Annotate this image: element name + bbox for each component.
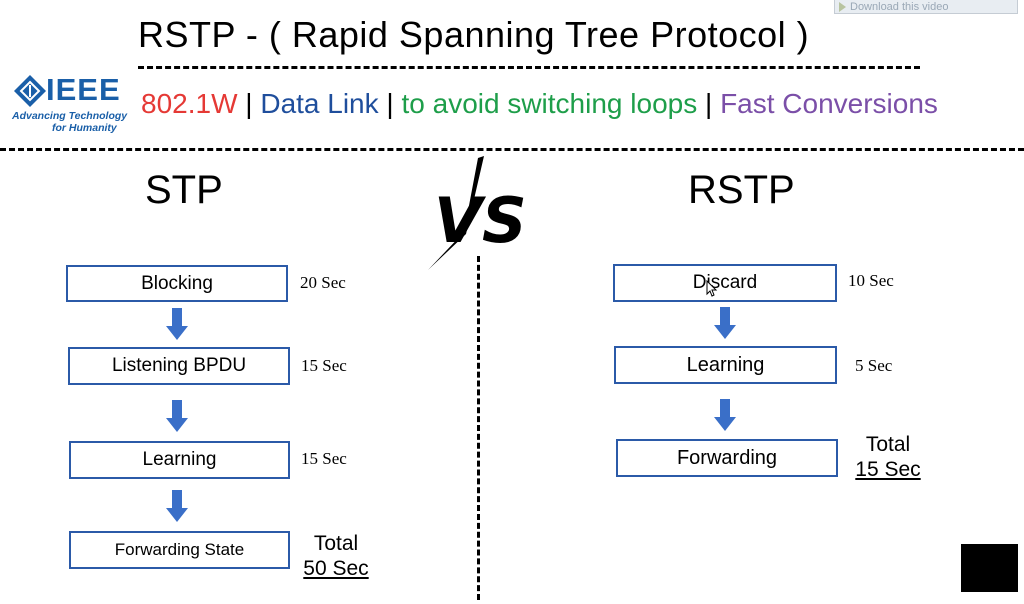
vs-label: VS	[434, 184, 527, 257]
feature-label: Fast Conversions	[720, 88, 938, 119]
step-label: Discard	[692, 272, 758, 293]
stp-step-time: 15 Sec	[301, 356, 347, 375]
protocol-info-line: 802.1W | Data Link | to avoid switching …	[141, 88, 938, 120]
standard-label: 802.1W	[141, 88, 238, 119]
down-arrow-icon	[166, 400, 188, 432]
header-divider	[0, 148, 1024, 151]
step-label: Learning	[686, 353, 765, 376]
stp-step-listening: Listening BPDU	[68, 347, 290, 385]
separator: |	[705, 88, 713, 119]
rstp-step-forwarding: Forwarding	[616, 439, 838, 477]
video-control-box[interactable]	[961, 544, 1018, 592]
step-label: Forwarding State	[114, 540, 245, 559]
step-label: Blocking	[141, 272, 213, 294]
step-label: Forwarding	[676, 446, 778, 469]
layer-label: Data Link	[260, 88, 379, 119]
download-video-button[interactable]: Download this video	[834, 0, 1018, 14]
page-title: RSTP - ( Rapid Spanning Tree Protocol )	[138, 14, 810, 55]
down-arrow-icon	[166, 308, 188, 340]
total-value: 50 Sec	[303, 557, 369, 580]
total-label: Total	[313, 532, 359, 555]
rstp-heading: RSTP	[688, 168, 795, 212]
ieee-diamond-icon	[14, 75, 46, 107]
rstp-step-time: 5 Sec	[855, 356, 893, 375]
step-label: Listening BPDU	[111, 355, 247, 376]
mouse-cursor-icon	[706, 280, 718, 297]
vs-brush-stroke	[428, 156, 484, 270]
separator: |	[386, 88, 394, 119]
play-icon	[839, 1, 846, 12]
column-divider	[477, 256, 480, 600]
stp-step-blocking: Blocking	[66, 265, 288, 302]
rstp-step-discard: Discard	[613, 264, 837, 302]
rstp-step-time: 10 Sec	[848, 271, 894, 290]
down-arrow-icon	[714, 399, 736, 431]
purpose-label: to avoid switching loops	[401, 88, 698, 119]
title-underline-divider	[138, 66, 920, 69]
rstp-total: Total 15 Sec	[850, 432, 926, 482]
total-label: Total	[865, 433, 911, 456]
stp-heading: STP	[145, 168, 223, 212]
ieee-tagline-1: Advancing Technology	[12, 110, 128, 122]
stp-step-forwarding: Forwarding State	[69, 531, 290, 569]
down-arrow-icon	[714, 307, 736, 339]
down-arrow-icon	[166, 490, 188, 522]
ieee-tagline-2: for Humanity	[52, 122, 117, 134]
stp-step-time: 15 Sec	[301, 449, 347, 468]
stp-total: Total 50 Sec	[298, 531, 374, 581]
download-video-label: Download this video	[850, 0, 949, 13]
separator: |	[245, 88, 253, 119]
rstp-step-learning: Learning	[614, 346, 837, 384]
total-value: 15 Sec	[855, 458, 921, 481]
stp-step-time: 20 Sec	[300, 273, 346, 292]
stp-step-learning: Learning	[69, 441, 290, 479]
step-label: Learning	[142, 449, 217, 470]
vs-mark: VS	[428, 156, 527, 270]
ieee-logo-text: IEEE	[46, 72, 121, 107]
